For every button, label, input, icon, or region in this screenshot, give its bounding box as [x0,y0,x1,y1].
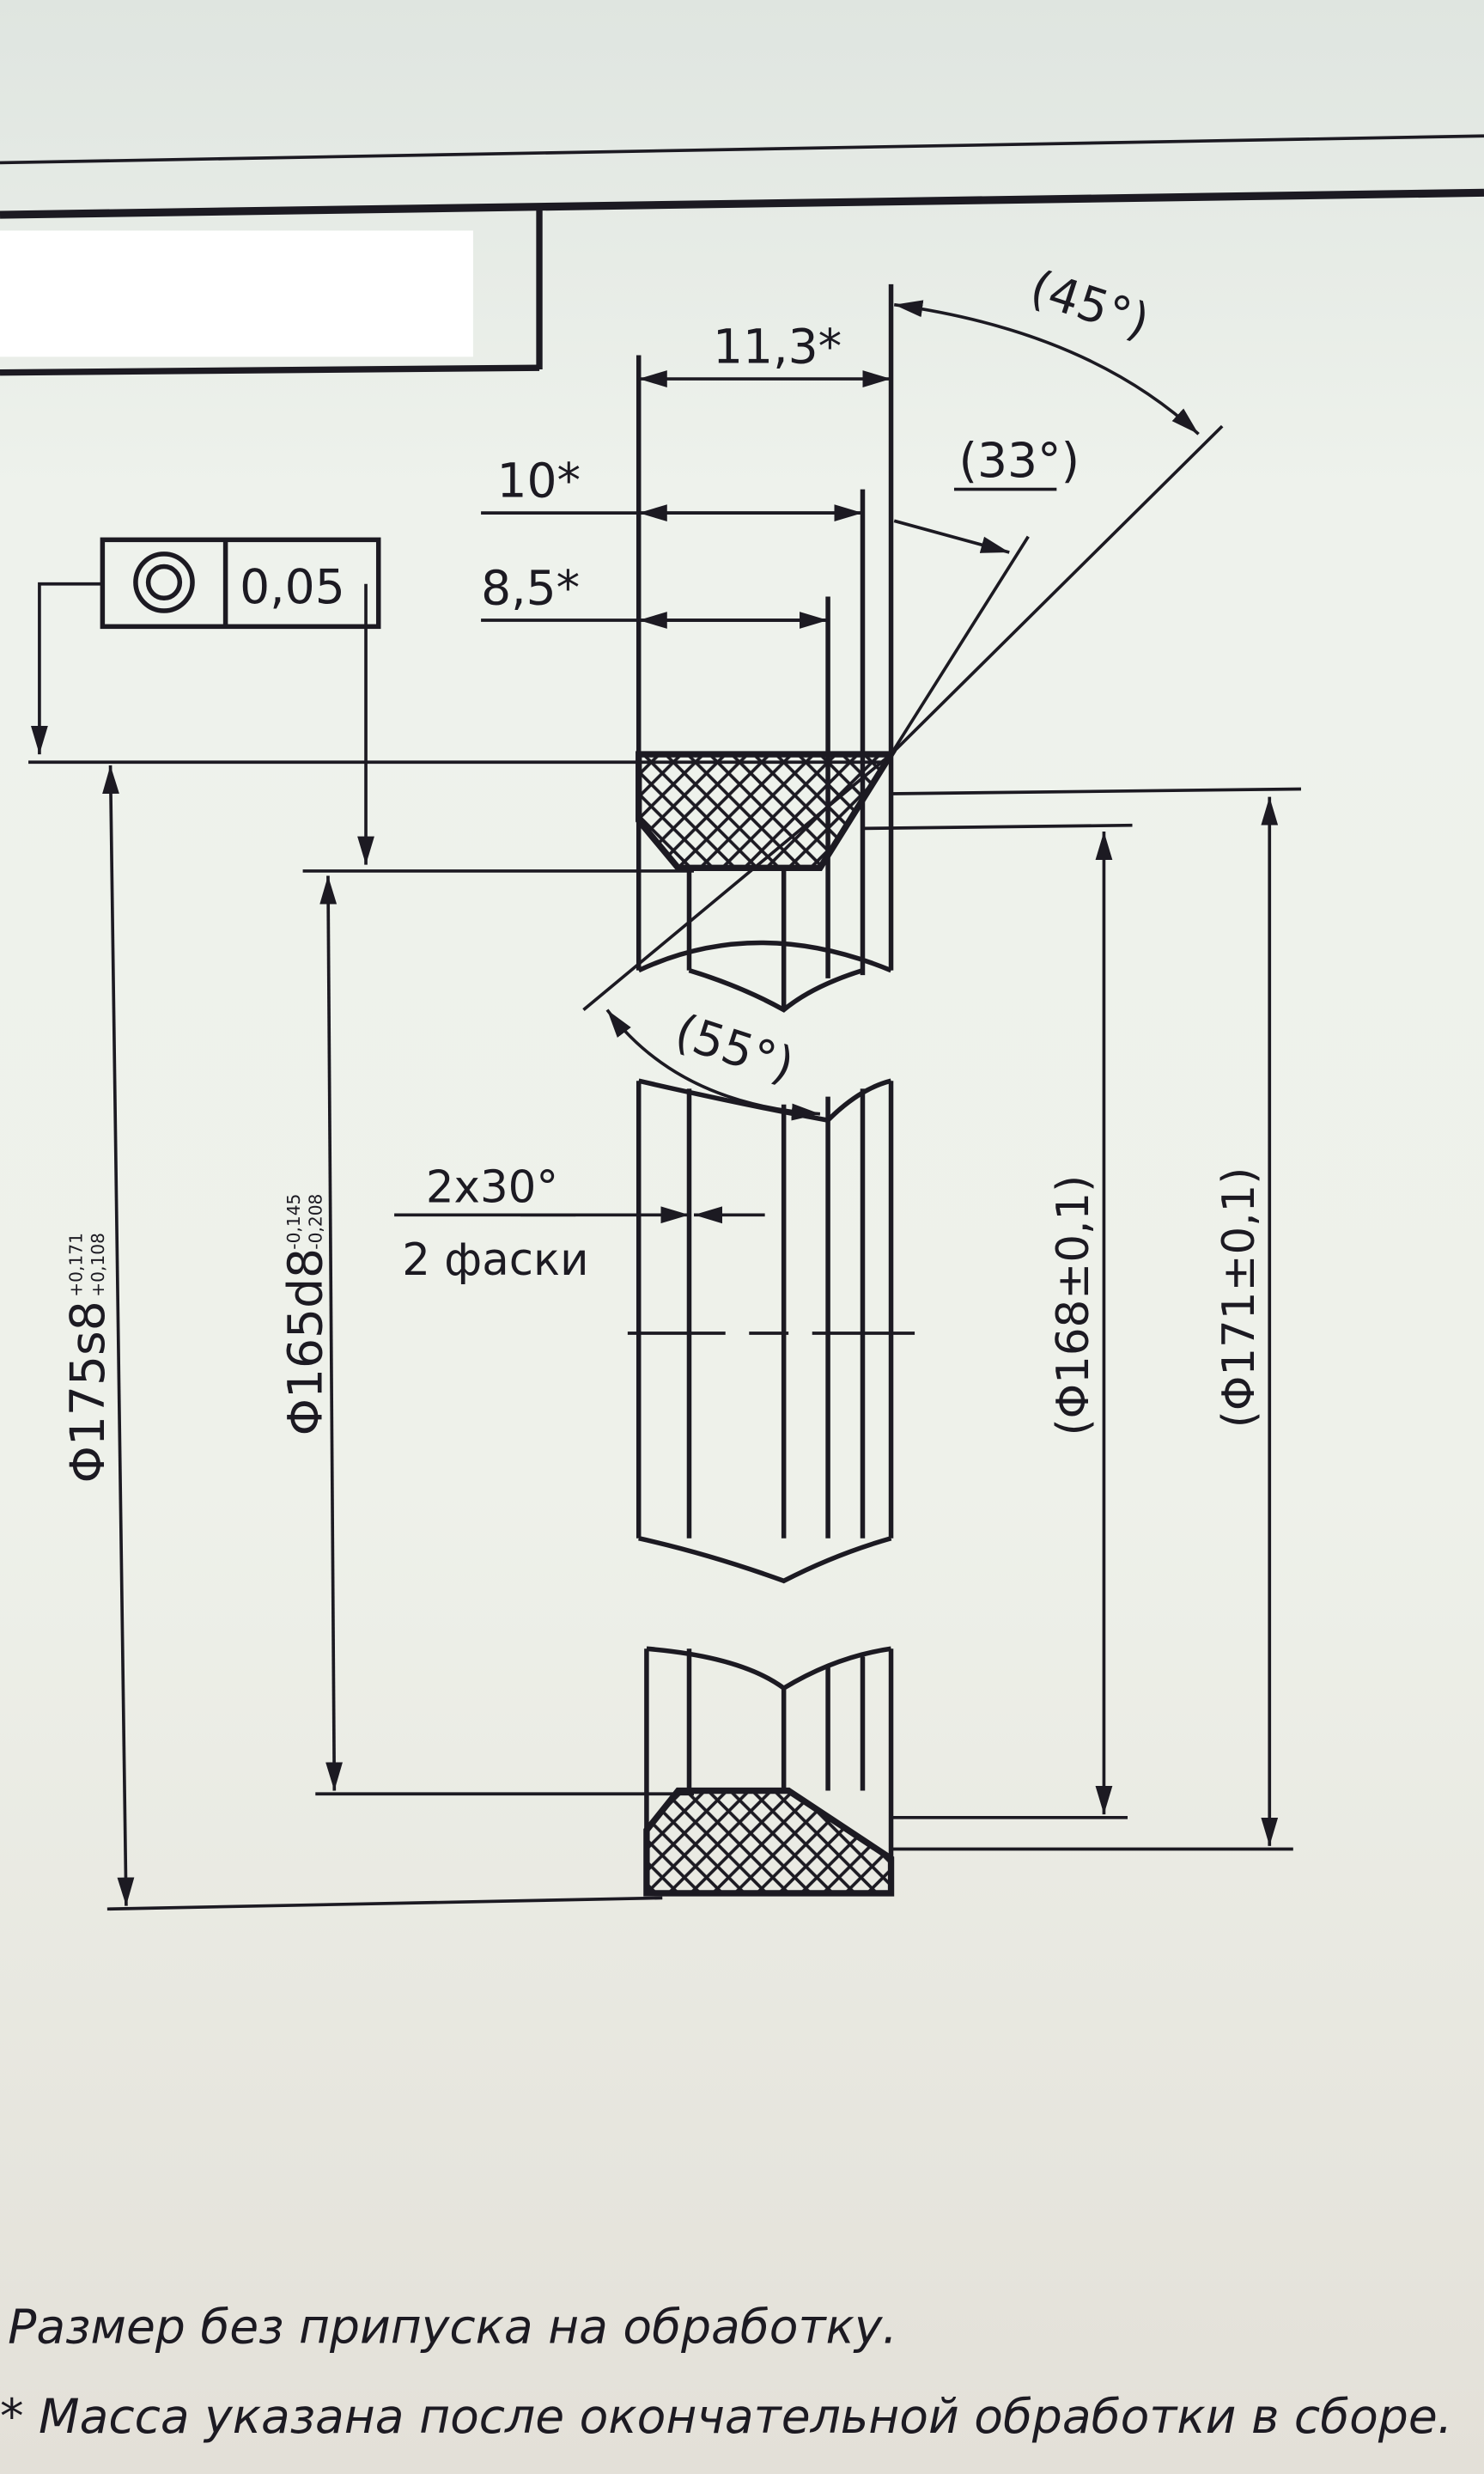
note-1: Размер без припуска на обработку. [8,2299,897,2354]
angle-33: (33°) [958,433,1080,488]
ring-part [627,283,915,1897]
dia-171-label: (Φ171±0,1) [1213,1167,1265,1429]
dim-11-3: 11,3* [713,320,842,375]
chamfer-label-bottom: 2 фаски [402,1234,588,1286]
svg-text:+0,171: +0,171 [65,1233,86,1297]
note-2: * Масса указана после окончательной обра… [0,2389,1452,2444]
dia-165-label: Φ165d8 -0,145 -0,208 [278,1194,333,1436]
svg-text:+0,108: +0,108 [88,1233,108,1297]
redacted-box [0,230,473,357]
dim-8-5: 8,5* [481,561,580,616]
dia-168-label: (Φ168±0,1) [1048,1175,1099,1436]
concentricity-tolerance-frame: 0,05 [100,537,381,630]
chamfer-label-top: 2x30° [426,1162,558,1214]
dimensions [28,300,1302,1911]
dia-175-label: Φ175s8 +0,171 +0,108 [60,1233,115,1483]
dim-10: 10* [496,454,581,509]
svg-text:Φ175s8: Φ175s8 [60,1301,115,1483]
concentricity-icon [133,551,195,613]
title-frame [0,134,1484,376]
svg-text:-0,145: -0,145 [283,1194,304,1250]
tolerance-value: 0,05 [240,559,345,614]
angle-45: (45°) [1024,259,1156,349]
svg-text:-0,208: -0,208 [306,1194,326,1250]
svg-text:Φ165d8: Φ165d8 [278,1248,333,1435]
